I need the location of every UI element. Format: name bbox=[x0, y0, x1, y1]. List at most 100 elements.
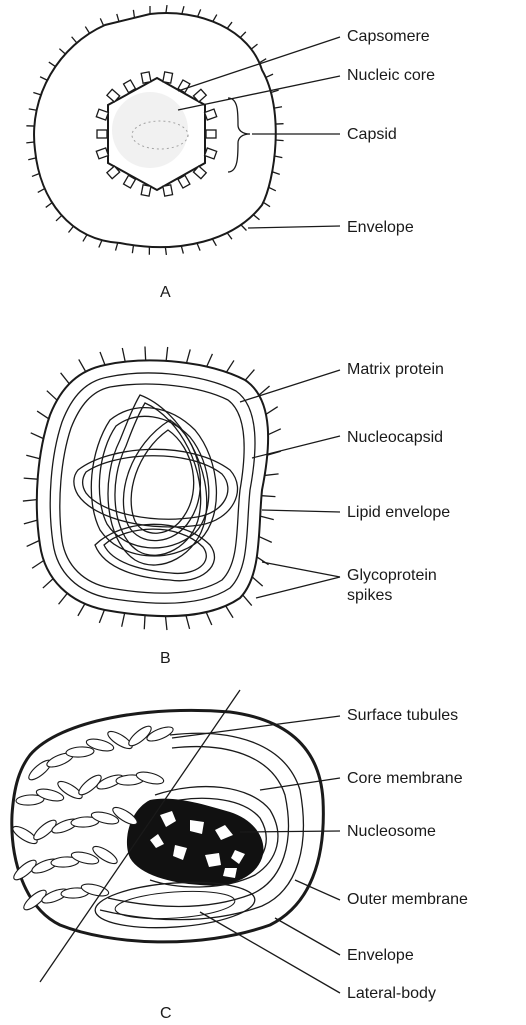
glycoprotein-spike bbox=[78, 604, 85, 616]
glycoprotein-spike bbox=[260, 516, 274, 520]
glycoprotein-spike bbox=[207, 354, 213, 367]
label-nucleic-core: Nucleic core bbox=[347, 67, 435, 84]
envelope-spike bbox=[181, 246, 183, 254]
envelope-spike bbox=[133, 10, 134, 18]
envelope-spike bbox=[40, 77, 47, 80]
glycoprotein-spike bbox=[252, 577, 262, 586]
glycoprotein-spike bbox=[47, 391, 57, 401]
glycoprotein-spike bbox=[266, 407, 278, 415]
glycoprotein-spike bbox=[99, 610, 104, 623]
envelope-spike bbox=[182, 6, 184, 14]
glycoprotein-spike bbox=[145, 346, 146, 360]
envelope-spike bbox=[68, 226, 73, 232]
capsomere bbox=[205, 148, 217, 159]
glycoprotein-spike bbox=[261, 496, 275, 497]
label-lateral-body: Lateral-body bbox=[347, 985, 436, 1002]
capsomere bbox=[141, 72, 151, 83]
envelope-spike bbox=[26, 142, 34, 143]
label-spikes: spikes bbox=[347, 587, 392, 604]
envelope-spike bbox=[85, 27, 89, 34]
envelope-spike bbox=[100, 18, 103, 25]
capsomere bbox=[163, 185, 173, 196]
glycoprotein-spike bbox=[100, 352, 105, 365]
caption-a: A bbox=[160, 284, 171, 301]
envelope-spike bbox=[29, 109, 37, 110]
envelope-spike bbox=[274, 156, 282, 158]
label-outer-membrane: Outer membrane bbox=[347, 891, 468, 908]
glycoprotein-spike bbox=[226, 606, 233, 618]
envelope-spike bbox=[197, 243, 200, 250]
envelope-spike bbox=[33, 92, 41, 94]
label-envelope-c: Envelope bbox=[347, 947, 414, 964]
glycoprotein-spike bbox=[32, 560, 44, 568]
label-envelope-a: Envelope bbox=[347, 219, 414, 236]
envelope-spike bbox=[59, 49, 65, 54]
glycoprotein-spike bbox=[31, 433, 44, 439]
envelope-spike bbox=[269, 187, 276, 190]
glycoprotein-spike bbox=[43, 579, 53, 588]
envelope-spike bbox=[56, 215, 62, 221]
glycoprotein-spike bbox=[268, 429, 281, 435]
envelope-spike bbox=[32, 173, 39, 176]
envelope-spike bbox=[28, 158, 36, 160]
envelope-spike bbox=[49, 62, 56, 66]
glycoprotein-spike bbox=[79, 359, 86, 371]
envelope-spike bbox=[227, 22, 232, 28]
glycoprotein-spike bbox=[61, 373, 70, 384]
capsomere bbox=[96, 109, 108, 120]
capsomere bbox=[96, 148, 108, 159]
envelope-spike bbox=[213, 15, 217, 22]
glycoprotein-spike bbox=[259, 537, 272, 543]
envelope-spike bbox=[263, 202, 270, 206]
label-surface-tubules: Surface tubules bbox=[347, 707, 458, 724]
envelope-spike bbox=[227, 233, 232, 239]
envelope-spike bbox=[266, 74, 273, 77]
glycoprotein-spike bbox=[26, 455, 40, 459]
envelope-spike bbox=[38, 189, 45, 193]
panel-a: Capsomere Nucleic core Capsid Envelope A bbox=[26, 5, 435, 301]
capsomere bbox=[97, 130, 107, 138]
envelope-spike bbox=[272, 172, 280, 175]
panel-a-capsid-bracket bbox=[228, 98, 250, 172]
caption-b: B bbox=[160, 650, 171, 667]
envelope-spike bbox=[72, 37, 77, 43]
surface-tubule bbox=[135, 770, 165, 786]
envelope-spike bbox=[241, 225, 247, 231]
glycoprotein-spike bbox=[23, 500, 37, 501]
glycoprotein-spike bbox=[122, 348, 125, 362]
envelope-spike bbox=[132, 245, 133, 253]
panel-b-nucleocapsid bbox=[74, 395, 238, 581]
label-capsomere: Capsomere bbox=[347, 28, 430, 45]
panel-c: Surface tubules Core membrane Nucleosome… bbox=[10, 690, 468, 1022]
envelope-spike bbox=[165, 247, 166, 255]
surface-tubule bbox=[66, 746, 95, 758]
glycoprotein-spike bbox=[122, 613, 125, 627]
envelope-spike bbox=[116, 243, 118, 251]
glycoprotein-spike bbox=[187, 349, 191, 362]
glycoprotein-spike bbox=[206, 612, 212, 625]
capsomere bbox=[205, 109, 217, 120]
glycoprotein-spike bbox=[226, 360, 234, 372]
envelope-spike bbox=[117, 14, 119, 22]
envelope-spike bbox=[276, 140, 284, 141]
envelope-spike bbox=[46, 203, 52, 208]
label-glycoprotein: Glycoprotein bbox=[347, 567, 437, 584]
glycoprotein-spike bbox=[27, 541, 40, 547]
envelope-spike bbox=[198, 9, 201, 16]
label-nucleocapsid: Nucleocapsid bbox=[347, 429, 443, 446]
glycoprotein-spike bbox=[166, 347, 168, 361]
label-nucleosome: Nucleosome bbox=[347, 823, 436, 840]
envelope-spike bbox=[274, 107, 282, 108]
glycoprotein-spike bbox=[24, 478, 38, 479]
glycoprotein-spike bbox=[37, 411, 49, 419]
glycoprotein-spike bbox=[144, 615, 145, 629]
caption-c: C bbox=[160, 1005, 172, 1022]
label-core-membrane: Core membrane bbox=[347, 770, 463, 787]
envelope-spike bbox=[166, 5, 167, 13]
glycoprotein-spike bbox=[59, 593, 68, 604]
panel-c-nucleosome bbox=[127, 799, 264, 886]
glycoprotein-spike bbox=[265, 474, 279, 476]
glycoprotein-spike bbox=[165, 616, 166, 630]
envelope-spike bbox=[83, 235, 87, 242]
